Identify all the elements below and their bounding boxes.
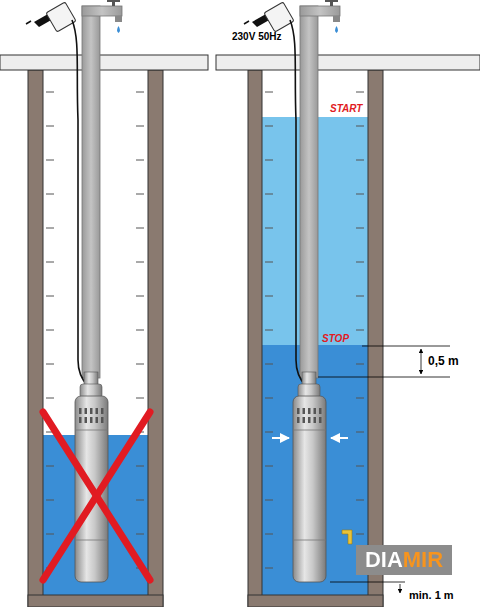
- wall-mark: [136, 92, 144, 93]
- wall-mark: [136, 466, 144, 467]
- wall-mark: [136, 364, 144, 365]
- wall-mark: [136, 262, 144, 263]
- wall-mark: [356, 92, 364, 93]
- wall-mark: [356, 534, 364, 535]
- wall-mark: [356, 330, 364, 331]
- inlet-hole: [79, 417, 82, 423]
- wall-mark: [356, 364, 364, 365]
- wall-mark: [265, 364, 273, 365]
- wall-mark: [265, 466, 273, 467]
- wall-mark: [356, 262, 364, 263]
- wall-mark: [46, 92, 54, 93]
- well-cover: [0, 55, 208, 70]
- power-cable: [26, 2, 306, 386]
- start-level-label: START: [330, 104, 362, 114]
- wall-mark: [136, 228, 144, 229]
- dimension-lines: [330, 582, 405, 593]
- wall-mark: [356, 126, 364, 127]
- inlet-hole: [85, 417, 88, 423]
- wall-mark: [265, 262, 273, 263]
- wall-mark: [356, 160, 364, 161]
- left-well: [0, 55, 208, 607]
- wall-mark: [136, 534, 144, 535]
- wall-mark: [265, 296, 273, 297]
- inlet-hole: [314, 417, 317, 423]
- pipe: [300, 0, 340, 378]
- wall-mark: [356, 296, 364, 297]
- wall-mark: [46, 500, 54, 501]
- inlet-hole: [297, 417, 300, 423]
- inlet-hole: [314, 408, 317, 414]
- wall-mark: [265, 160, 273, 161]
- wall-mark: [356, 466, 364, 467]
- wall-mark: [136, 126, 144, 127]
- pipe: [82, 0, 122, 378]
- inlet-hole: [303, 417, 306, 423]
- wall-mark: [136, 194, 144, 195]
- logo-plate: [356, 545, 452, 575]
- wall-mark: [265, 500, 273, 501]
- inlet-hole: [101, 417, 104, 423]
- inlet-hole: [96, 417, 99, 423]
- wall-mark: [46, 466, 54, 467]
- wall-mark: [356, 194, 364, 195]
- wall-mark: [356, 228, 364, 229]
- wall-mark: [265, 398, 273, 399]
- wall-mark: [46, 228, 54, 229]
- wall-mark: [265, 330, 273, 331]
- inlet-hole: [85, 408, 88, 414]
- submersible-pump: [272, 372, 348, 582]
- wall-mark: [265, 432, 273, 433]
- inlet-hole: [297, 408, 300, 414]
- dimension-label: min. 1 m: [409, 590, 454, 601]
- inlet-hole: [303, 408, 306, 414]
- wall-mark: [265, 194, 273, 195]
- wall-mark: [136, 500, 144, 501]
- wall-mark: [46, 296, 54, 297]
- submersible-pump: [75, 372, 108, 582]
- wall-mark: [46, 330, 54, 331]
- right-well: [216, 55, 480, 607]
- watermark-logo: DIAMIR: [365, 549, 443, 571]
- inlet-hole: [308, 408, 311, 414]
- inlet-hole: [90, 417, 93, 423]
- wall-mark: [46, 126, 54, 127]
- well-cover: [216, 55, 480, 70]
- wall-mark: [46, 534, 54, 535]
- wall-mark: [265, 228, 273, 229]
- wall-mark: [356, 398, 364, 399]
- wall-mark: [46, 160, 54, 161]
- wall-mark: [136, 160, 144, 161]
- wall-mark: [46, 262, 54, 263]
- inlet-hole: [101, 408, 104, 414]
- inlet-hole: [90, 408, 93, 414]
- inlet-hole: [308, 417, 311, 423]
- inlet-hole: [79, 408, 82, 414]
- dimension-label: 0,5 m: [428, 355, 459, 367]
- wall-mark: [136, 296, 144, 297]
- wrong-placement-cross: [43, 412, 150, 580]
- wall-mark: [46, 398, 54, 399]
- voltage-label: 230V 50Hz: [232, 32, 281, 42]
- wall-mark: [265, 568, 273, 569]
- lower-water: [262, 345, 368, 595]
- wall-mark: [265, 126, 273, 127]
- wall-mark: [265, 92, 273, 93]
- wall-mark: [46, 194, 54, 195]
- wall-mark: [136, 330, 144, 331]
- inlet-hole: [319, 417, 322, 423]
- wall-mark: [136, 398, 144, 399]
- fitting-symbol: [342, 530, 352, 544]
- wall-mark: [265, 534, 273, 535]
- inlet-hole: [96, 408, 99, 414]
- wall-mark: [46, 364, 54, 365]
- wall-mark: [356, 432, 364, 433]
- inlet-hole: [319, 408, 322, 414]
- stop-level-label: STOP: [322, 334, 349, 344]
- wall-mark: [356, 500, 364, 501]
